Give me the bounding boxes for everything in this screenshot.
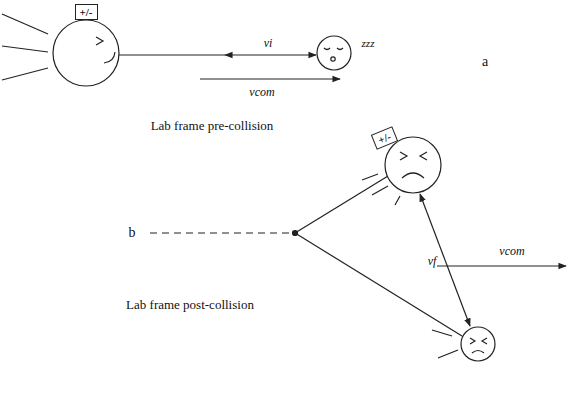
eye xyxy=(470,338,475,344)
eye xyxy=(420,152,427,160)
motion-line xyxy=(362,174,378,180)
motion-line xyxy=(2,14,48,34)
mouth xyxy=(331,57,335,61)
eye xyxy=(96,37,103,45)
incoming-path xyxy=(150,232,295,233)
velocity-label: vf xyxy=(427,255,438,268)
frown xyxy=(472,351,484,354)
path-small xyxy=(295,233,462,336)
motion-line xyxy=(438,350,458,358)
vf-arrow xyxy=(420,194,470,326)
eye xyxy=(482,338,487,344)
frown xyxy=(402,173,424,178)
sleep-text: zzz xyxy=(361,37,376,49)
eye xyxy=(400,152,407,160)
panel-b xyxy=(150,137,566,361)
panel-caption: Lab frame post-collision xyxy=(125,298,255,312)
panel-letter: a xyxy=(481,54,489,69)
motion-line xyxy=(2,46,48,52)
motion-line xyxy=(395,196,400,205)
panel-a xyxy=(2,14,351,86)
vcom-arrow xyxy=(432,265,566,266)
connecting-line xyxy=(119,54,225,55)
charge-box: +/- xyxy=(75,4,98,20)
path-large xyxy=(295,176,388,233)
charge-sign: +/- xyxy=(80,7,93,18)
small-ball xyxy=(317,36,351,70)
charge-box: +/- xyxy=(370,126,397,149)
panel-letter: b xyxy=(128,225,137,240)
motion-line xyxy=(372,186,388,195)
small-ball xyxy=(461,327,495,361)
vi-arrow xyxy=(225,54,316,55)
velocity-label: vcom xyxy=(498,245,525,258)
motion-line xyxy=(2,68,48,80)
charge-sign: +/- xyxy=(376,130,392,145)
velocity-label: vi xyxy=(263,37,274,50)
closed-eye xyxy=(324,48,330,50)
large-ball xyxy=(53,20,119,86)
motion-line xyxy=(432,330,452,336)
closed-eye xyxy=(337,48,343,50)
smile xyxy=(104,52,115,63)
large-ball xyxy=(385,137,441,193)
panel-caption: Lab frame pre-collision xyxy=(150,119,275,133)
vcom-arrow xyxy=(200,78,340,79)
velocity-label: vcom xyxy=(248,86,275,99)
